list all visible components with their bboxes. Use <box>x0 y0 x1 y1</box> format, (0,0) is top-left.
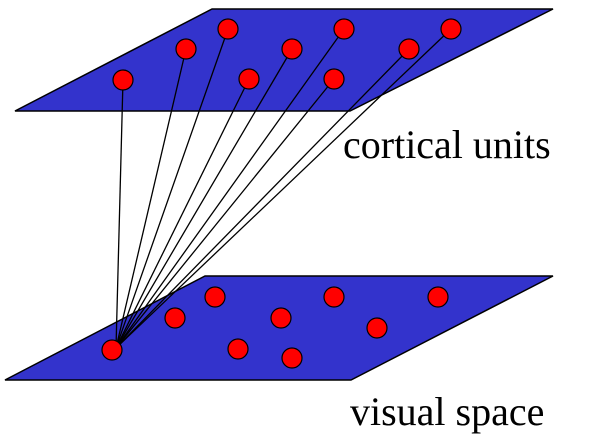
connection-lines <box>115 28 452 349</box>
cortical-unit <box>333 18 355 40</box>
cortical-unit <box>112 69 134 91</box>
visual-unit <box>204 286 226 308</box>
visual-space-label: visual space <box>350 389 545 434</box>
cortical-unit <box>175 38 197 60</box>
cortical-unit <box>238 68 260 90</box>
cortical-unit <box>281 38 303 60</box>
cortical-unit <box>217 18 239 40</box>
visual-unit <box>323 286 345 308</box>
visual-units-group <box>101 286 449 369</box>
visual-unit <box>427 286 449 308</box>
visual-unit <box>366 317 388 339</box>
connection-line <box>115 28 229 349</box>
cortical-unit <box>398 38 420 60</box>
visual-unit <box>164 307 186 329</box>
connection-line <box>115 78 335 349</box>
connection-line <box>115 28 452 349</box>
cortical-plane <box>14 8 554 112</box>
connection-line <box>115 48 293 349</box>
visual-unit <box>227 338 249 360</box>
visual-unit <box>270 307 292 329</box>
connection-line <box>115 28 345 349</box>
visual-unit <box>101 339 123 361</box>
connection-line <box>115 48 187 349</box>
connection-line <box>115 78 250 349</box>
cortical-units-group <box>112 18 462 91</box>
visual-unit <box>281 347 303 369</box>
connection-line <box>115 79 124 349</box>
connection-line <box>115 48 410 349</box>
cortical-units-label: cortical units <box>343 122 551 167</box>
cortical-unit <box>323 68 345 90</box>
cortical-unit <box>440 18 462 40</box>
